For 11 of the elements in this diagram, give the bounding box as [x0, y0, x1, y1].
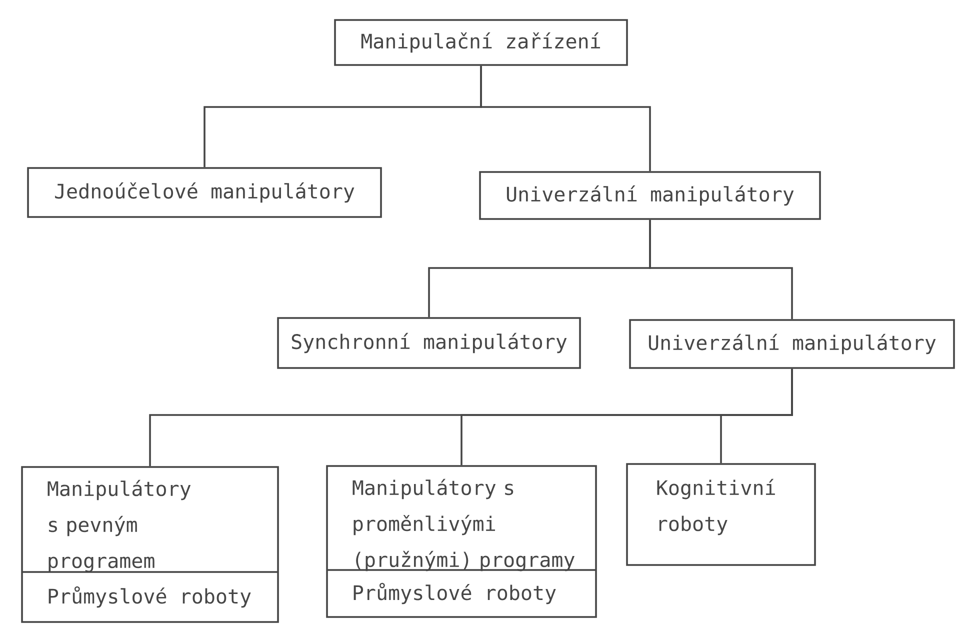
classification-box: Jednoúčelové manipulátory: [27, 167, 382, 218]
connector-line: [480, 66, 651, 172]
connector-line: [649, 220, 793, 320]
classification-box: Kognitivní roboty: [626, 463, 816, 566]
classification-box: Synchronní manipulátory: [277, 317, 581, 369]
classification-box: Univerzální manipulátory: [629, 319, 955, 369]
classification-box: Manipulátory s proměnlivými (pružnými) programy Průmyslové roboty: [326, 465, 597, 618]
connector-line: [720, 368, 793, 464]
classification-box: Univerzální manipulátory: [479, 171, 821, 220]
classification-box: Manipulátory s pevným programem Průmyslové roboty: [21, 466, 279, 623]
classification-box: Manipulační zařízení: [334, 19, 628, 66]
